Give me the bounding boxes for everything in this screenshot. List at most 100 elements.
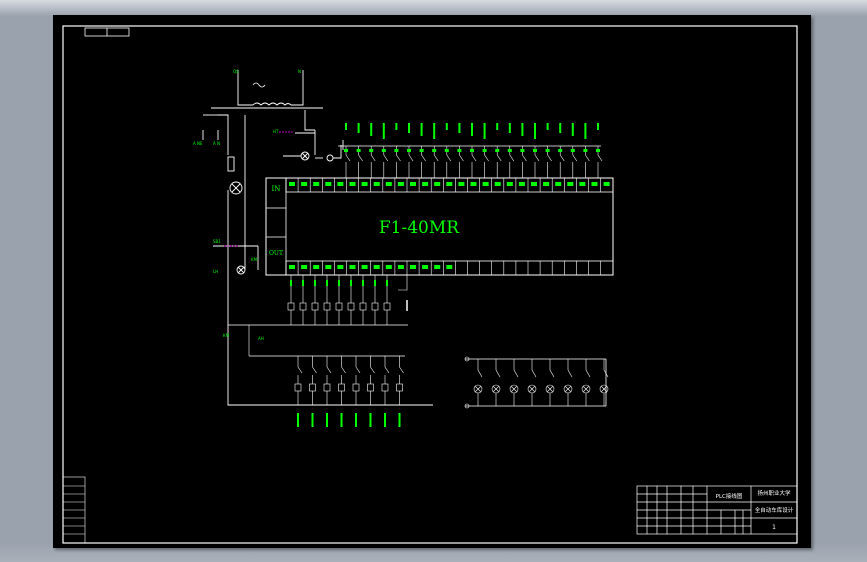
switch-contact	[459, 154, 464, 162]
power-supply-section	[202, 70, 433, 406]
relay-tag	[302, 280, 304, 286]
switch-tag	[458, 123, 461, 133]
relay-coil	[347, 302, 355, 311]
input-terminal-mark	[567, 182, 574, 186]
relay-coil	[396, 383, 403, 392]
input-terminal-mark	[301, 182, 308, 186]
relay-contact	[399, 366, 404, 374]
relay-coil	[323, 383, 331, 392]
switch-marker	[533, 149, 537, 152]
output-terminal-mark	[373, 265, 380, 269]
relay-name-tag	[311, 413, 314, 427]
relay-tag	[350, 280, 352, 286]
input-terminal-mark	[482, 182, 489, 186]
lamp-switch	[495, 369, 501, 378]
svg-text:AH: AH	[258, 336, 264, 341]
input-terminal-mark	[434, 182, 441, 186]
input-terminal-mark	[422, 182, 429, 186]
input-terminal-mark	[591, 182, 598, 186]
output-terminal-mark	[434, 265, 441, 269]
switch-marker	[444, 149, 449, 152]
lamp-cross	[564, 385, 572, 393]
drawing-name: PLC接线图	[716, 492, 743, 500]
relay-contact	[297, 366, 303, 374]
input-terminal-mark	[543, 182, 550, 186]
input-terminal-mark	[397, 182, 404, 186]
input-terminal-mark	[531, 182, 537, 186]
indicator-lamp-row	[464, 356, 609, 409]
input-terminal-mark	[446, 182, 453, 186]
outer-frame	[62, 25, 798, 544]
input-terminal-mark	[518, 182, 525, 186]
sheet-number: 1	[772, 524, 776, 531]
relay-name-tag	[398, 413, 401, 427]
relay-coil	[367, 383, 374, 392]
switch-contact	[408, 154, 414, 162]
plc-out-label: OUT	[269, 250, 283, 257]
switch-marker	[596, 149, 600, 152]
input-terminal-mark	[458, 182, 465, 186]
switch-marker	[381, 149, 386, 152]
switch-tag	[546, 123, 549, 130]
switch-marker	[495, 149, 500, 152]
switch-marker	[482, 149, 487, 152]
switch-contact	[547, 154, 552, 162]
switch-contact	[572, 154, 578, 162]
switch-tag	[408, 123, 410, 133]
relay-tag	[314, 280, 316, 286]
switch-tag	[483, 123, 486, 139]
input-switch-group	[338, 123, 603, 178]
lamp-switch	[585, 369, 591, 378]
relay-tag	[386, 280, 388, 286]
output-terminal-mark	[289, 265, 295, 269]
relay-row-upper	[228, 275, 408, 326]
switch-tag	[395, 123, 398, 130]
output-terminal-mark	[313, 265, 320, 269]
lamp-cross	[546, 385, 554, 393]
switch-contact	[383, 154, 389, 162]
svg-text:KM: KM	[251, 257, 258, 262]
switch-tag	[496, 123, 499, 130]
plc-body	[265, 177, 614, 276]
switch-marker	[583, 149, 588, 152]
relay-coil	[299, 302, 307, 311]
relay-name-tag	[326, 413, 328, 427]
lamp-cross	[510, 385, 518, 393]
relay-tag	[374, 280, 376, 286]
switch-contact	[534, 154, 540, 162]
relay-coil	[335, 302, 343, 311]
relay-row-lower	[248, 325, 405, 427]
switch-marker	[369, 149, 374, 152]
switch-contact	[484, 154, 489, 162]
switch-tag	[584, 123, 587, 139]
switch-marker	[470, 149, 474, 152]
output-terminal-mark	[385, 265, 392, 269]
switch-marker	[432, 149, 437, 152]
input-terminal-mark	[361, 182, 368, 186]
switch-marker	[394, 149, 399, 152]
output-terminal-mark	[397, 265, 404, 269]
plc-in-label: IN	[272, 185, 281, 193]
relay-tag	[362, 280, 364, 286]
relay-tag	[338, 280, 340, 286]
output-terminal-mark	[337, 265, 344, 269]
switch-tag	[357, 123, 360, 133]
switch-contact	[433, 154, 439, 162]
switch-tag	[534, 123, 536, 139]
output-terminal-mark	[410, 265, 416, 269]
relay-coil	[371, 302, 379, 311]
lamp-cross	[528, 385, 536, 393]
input-terminal-mark	[325, 182, 332, 186]
switch-contact	[471, 154, 477, 162]
input-terminal-mark	[313, 182, 320, 186]
switch-contact	[496, 154, 502, 162]
switch-contact	[396, 154, 401, 162]
relay-coil	[381, 383, 389, 392]
lamp-switch	[477, 369, 483, 378]
switch-tag	[559, 123, 562, 133]
switch-tag	[521, 123, 524, 136]
input-terminal-mark	[603, 182, 610, 186]
switch-tag	[508, 123, 511, 133]
switch-tag	[345, 123, 347, 130]
